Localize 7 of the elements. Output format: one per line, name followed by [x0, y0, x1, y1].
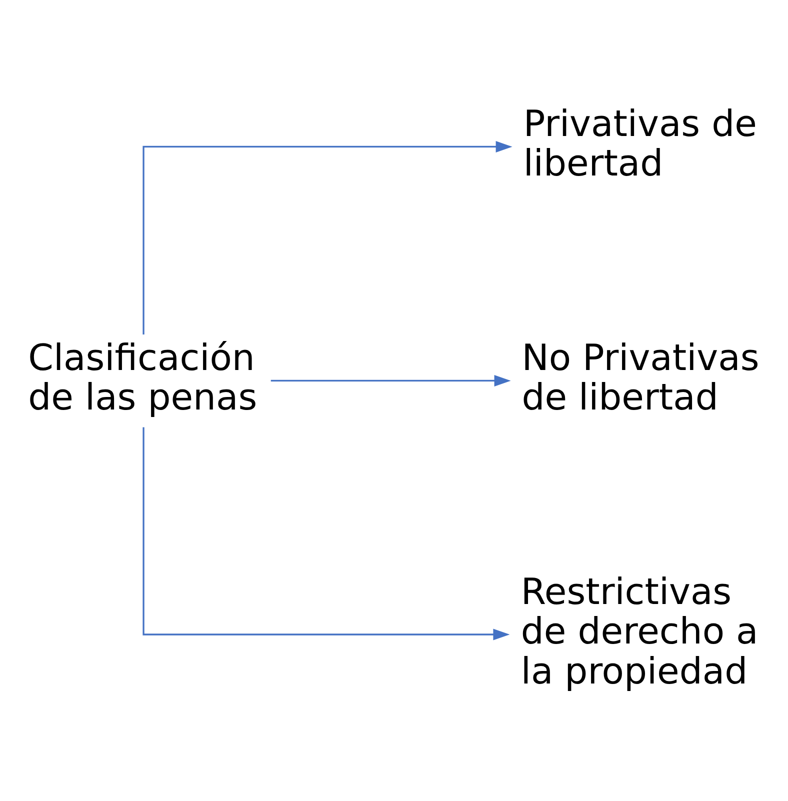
node-text: Clasificación de las penas	[28, 336, 258, 419]
node-text: Restrictivas de derecho a la propiedad	[520, 570, 758, 692]
arrow	[270, 374, 511, 386]
arrow	[142, 140, 512, 334]
node-text: No Privativas de libertad	[522, 336, 760, 419]
node-text: Privativas de libertad	[523, 102, 757, 185]
arrow	[142, 427, 510, 640]
